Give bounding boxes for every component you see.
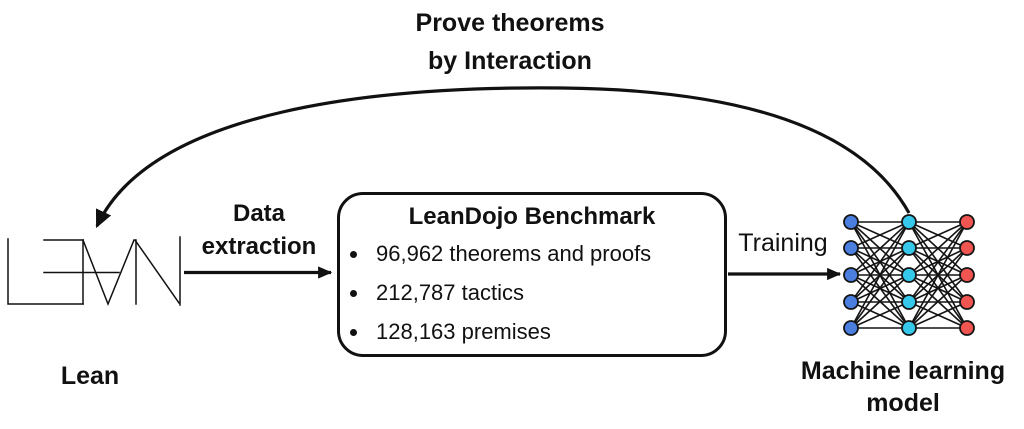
machine-learning-model-label: Machine learning model [800,357,1006,417]
lean-logo-icon [7,236,181,307]
neural-network-icon [843,214,975,336]
benchmark-box: LeanDojo Benchmark 96,962 theorems and p… [337,192,727,357]
benchmark-stats-list: 96,962 theorems and proofs 212,787 tacti… [340,234,724,351]
stat-tactics: 212,787 tactics [370,273,724,312]
stat-premises: 128,163 premises [370,312,724,351]
stat-theorems-and-proofs: 96,962 theorems and proofs [370,234,724,273]
lean-label: Lean [60,362,120,390]
prove-theorems-label: Prove theorems by Interaction [415,9,605,75]
training-label: Training [738,229,828,257]
benchmark-box-title: LeanDojo Benchmark [408,203,656,230]
data-extraction-label: Data extraction [201,200,317,260]
